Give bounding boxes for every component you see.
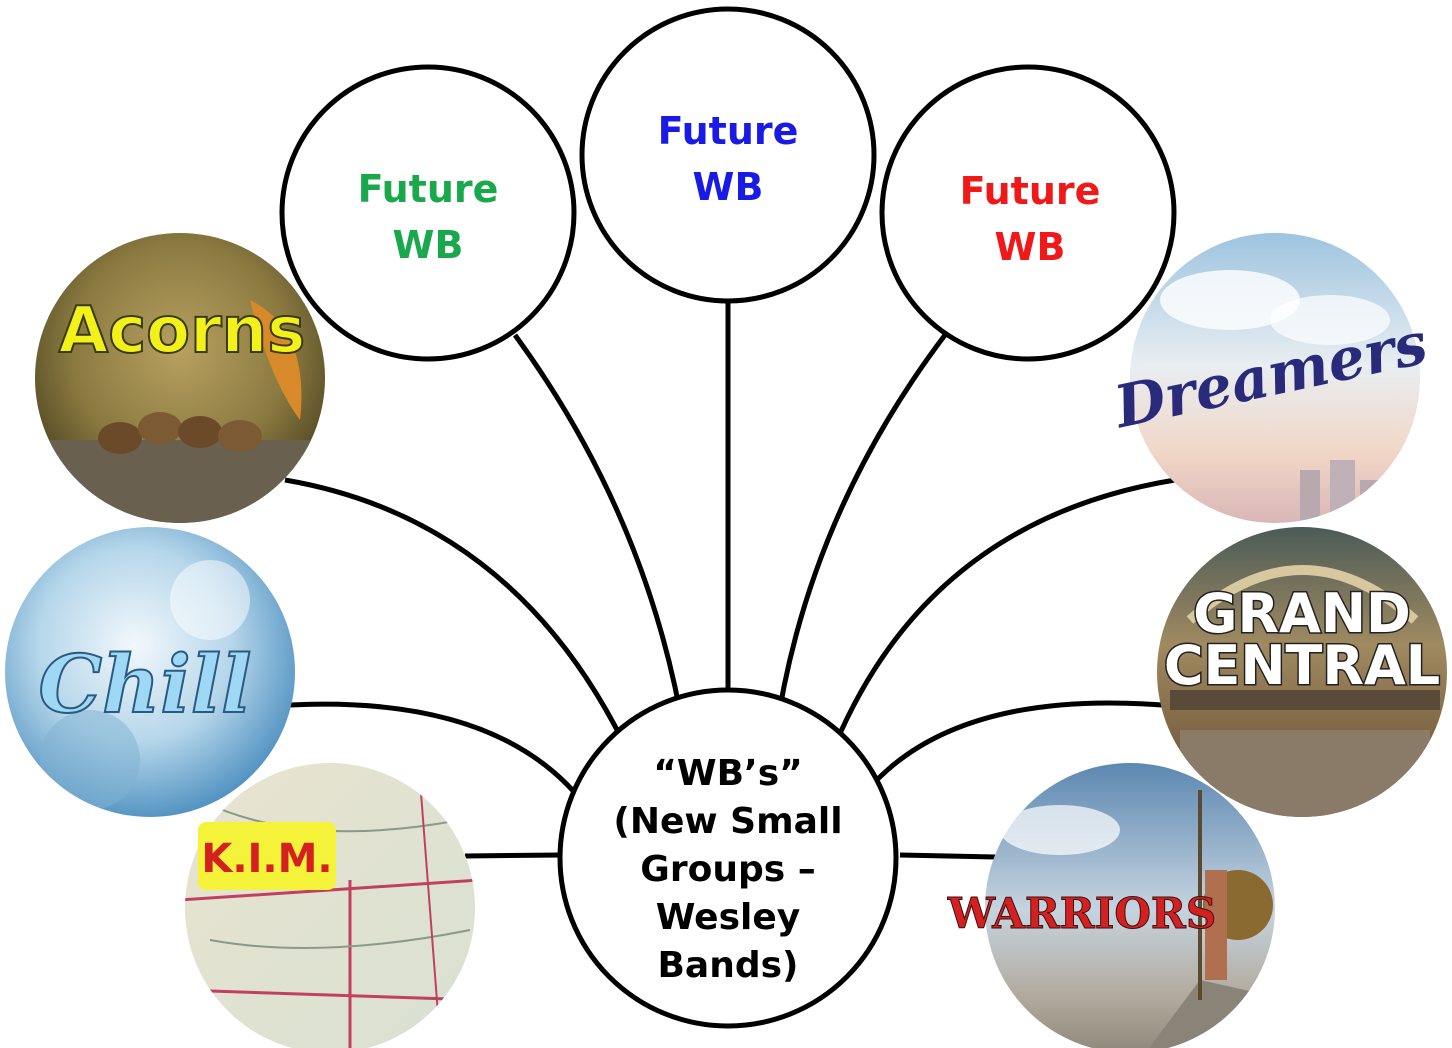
group-grand-central: GRAND CENTRAL bbox=[1157, 527, 1447, 817]
group-label: Chill bbox=[38, 637, 251, 731]
group-label: GRAND bbox=[1193, 582, 1411, 645]
center-label-line-1: “WB’s” bbox=[653, 753, 803, 794]
connector-acorns bbox=[284, 477, 635, 762]
group-chill: Chill bbox=[5, 527, 295, 817]
group-kim: K.I.M. bbox=[185, 763, 475, 1048]
future-node-label: Future bbox=[358, 167, 499, 211]
group-label: K.I.M. bbox=[201, 836, 332, 882]
connector-future-green bbox=[512, 333, 688, 741]
group-label-line2: CENTRAL bbox=[1164, 634, 1440, 697]
connector-warriors bbox=[899, 852, 996, 860]
center-label-line-2: (New Small bbox=[613, 801, 842, 842]
future-node-sublabel: WB bbox=[393, 223, 464, 267]
group-warriors: WARRIORS bbox=[946, 763, 1275, 1048]
group-dreamers: Dreamers bbox=[1107, 233, 1433, 523]
center-node: “WB’s” (New Small Groups – Wesley Bands) bbox=[557, 687, 899, 1029]
connector-future-red bbox=[772, 333, 947, 741]
future-node-green: Future WB bbox=[279, 64, 577, 362]
connector-chill bbox=[289, 701, 587, 807]
future-node-label: Future bbox=[658, 109, 799, 153]
center-label-line-3: Groups – bbox=[640, 849, 815, 890]
center-label-line-5: Bands) bbox=[657, 945, 798, 986]
future-node-label: Future bbox=[960, 169, 1101, 213]
future-node-blue: Future WB bbox=[579, 6, 877, 304]
connector-lines bbox=[284, 300, 1176, 860]
group-label: WARRIORS bbox=[947, 889, 1216, 938]
connector-dreamers bbox=[832, 477, 1176, 746]
center-label-line-4: Wesley bbox=[656, 897, 801, 938]
group-acorns: Acorns bbox=[35, 233, 325, 523]
group-label: Acorns bbox=[59, 294, 306, 368]
connector-kim bbox=[464, 852, 563, 859]
connector-grand-central bbox=[870, 700, 1163, 787]
future-node-sublabel: WB bbox=[693, 165, 764, 209]
future-node-red: Future WB bbox=[879, 64, 1177, 362]
future-node-sublabel: WB bbox=[995, 225, 1066, 269]
